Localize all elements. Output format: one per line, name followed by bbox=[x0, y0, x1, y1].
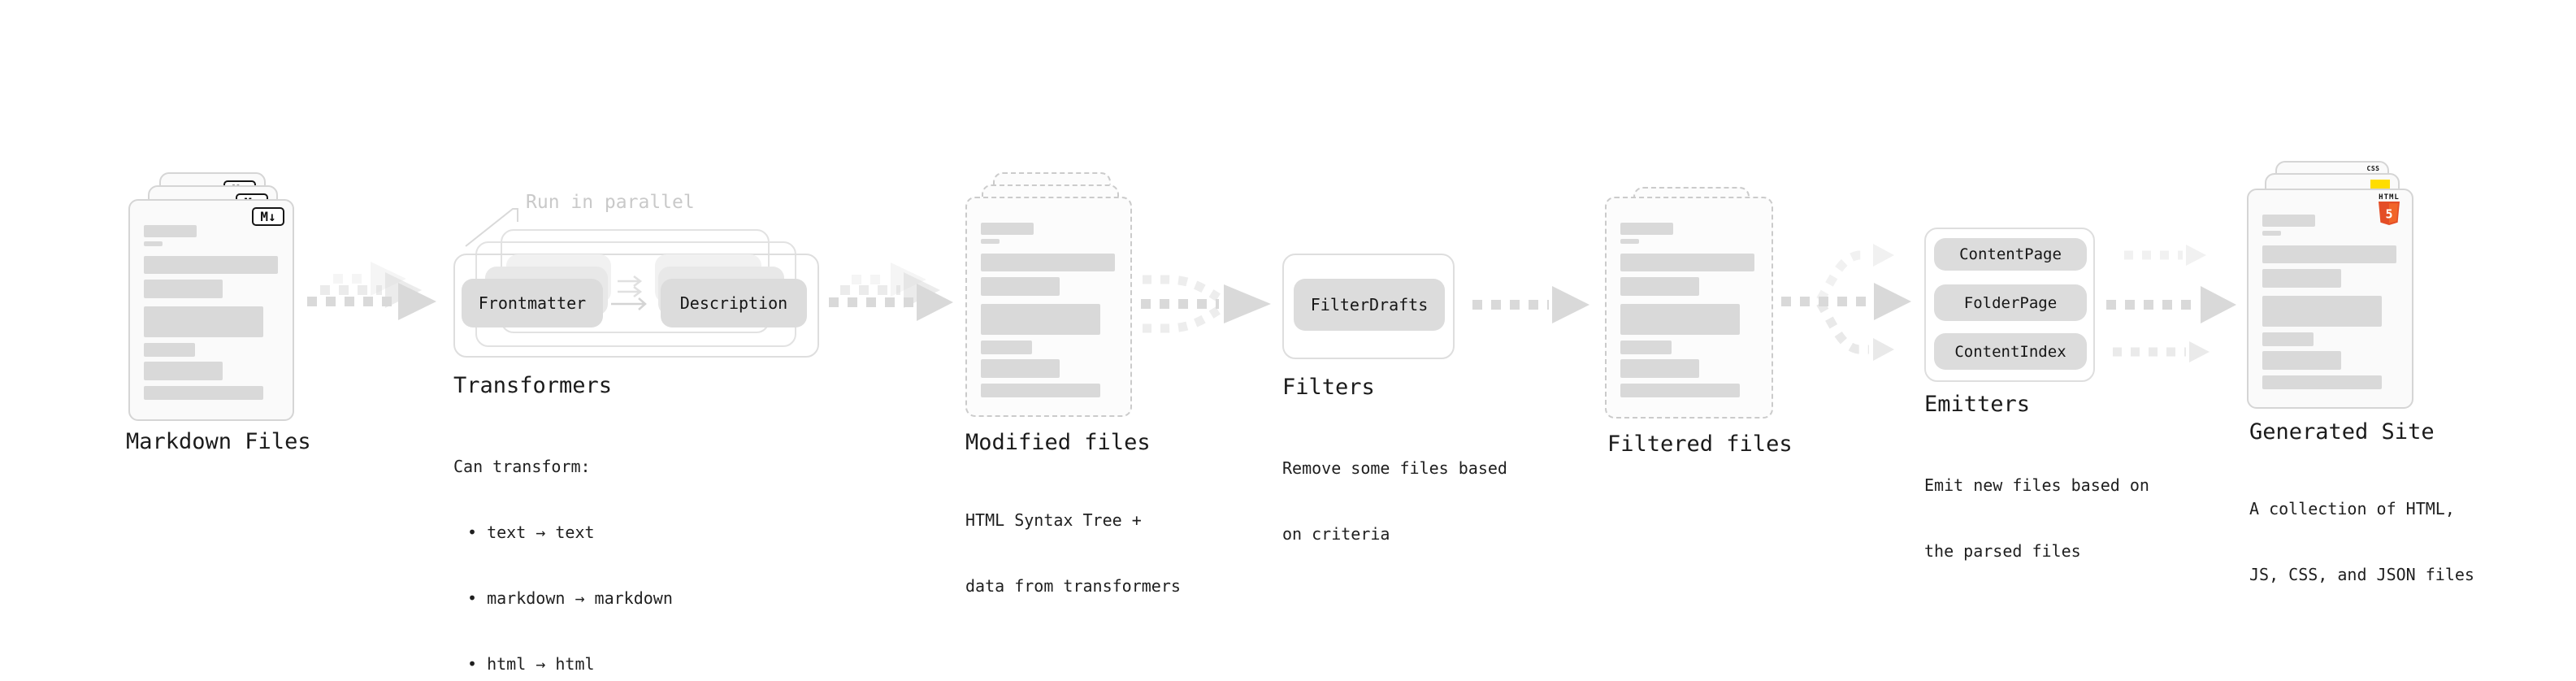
description-line: JS, CSS, and JSON files bbox=[2249, 565, 2474, 584]
text-line-placeholder bbox=[1620, 254, 1754, 271]
arrow-transformers-to-modified bbox=[829, 262, 953, 321]
description-line: HTML Syntax Tree + bbox=[965, 510, 1142, 530]
run-in-parallel-leader-line bbox=[465, 208, 518, 247]
generated-html-card-front: HTML 5 bbox=[2247, 189, 2413, 409]
transformers-title: Transformers bbox=[453, 373, 613, 398]
contentindex-chip-label: ContentIndex bbox=[1954, 342, 2066, 361]
folderpage-chip-label: FolderPage bbox=[1963, 293, 2058, 312]
frontmatter-to-description-arrows bbox=[611, 275, 647, 310]
frontmatter-chip: Frontmatter bbox=[462, 279, 603, 327]
text-line-placeholder bbox=[2262, 269, 2341, 288]
description-line: the parsed files bbox=[1924, 541, 2081, 561]
modified-file-card-front bbox=[965, 197, 1132, 417]
html5-logo-icon: HTML 5 bbox=[2375, 193, 2403, 228]
text-line-placeholder bbox=[2262, 332, 2314, 346]
text-line-placeholder bbox=[981, 304, 1100, 335]
contentpage-chip: ContentPage bbox=[1934, 238, 2087, 271]
text-line-placeholder bbox=[2262, 215, 2315, 227]
text-line-placeholder bbox=[981, 340, 1032, 354]
text-line-placeholder bbox=[144, 256, 278, 274]
text-line-placeholder bbox=[1620, 384, 1740, 397]
text-line-placeholder bbox=[1620, 340, 1672, 354]
text-line-placeholder bbox=[1620, 277, 1699, 296]
description-line: A collection of HTML, bbox=[2249, 499, 2455, 518]
emitters-description: Emit new files based on the parsed files bbox=[1924, 431, 2149, 606]
generated-site-description: A collection of HTML, JS, CSS, and JSON … bbox=[2249, 454, 2474, 630]
description-chip: Description bbox=[661, 279, 807, 327]
frontmatter-chip-label: Frontmatter bbox=[478, 293, 587, 313]
text-line-placeholder bbox=[1620, 239, 1639, 244]
description-line: • text → text bbox=[467, 523, 595, 542]
text-line-placeholder bbox=[2262, 351, 2341, 370]
description-line: data from transformers bbox=[965, 576, 1181, 596]
text-line-placeholder bbox=[144, 306, 263, 337]
text-line-placeholder bbox=[144, 386, 263, 400]
svg-text:5: 5 bbox=[2385, 207, 2392, 222]
text-line-placeholder bbox=[1620, 304, 1740, 335]
arrow-filters-to-filtered bbox=[1472, 286, 1589, 323]
text-line-placeholder bbox=[2262, 375, 2382, 389]
text-line-placeholder bbox=[981, 359, 1060, 378]
arrow-markdown-to-transformers bbox=[307, 262, 436, 320]
text-line-placeholder bbox=[2262, 296, 2382, 327]
transformer-box-front bbox=[453, 254, 819, 358]
contentindex-chip: ContentIndex bbox=[1934, 333, 2087, 370]
modified-files-title: Modified files bbox=[965, 430, 1151, 455]
contentpage-chip-label: ContentPage bbox=[1959, 245, 2062, 263]
text-line-placeholder bbox=[144, 225, 197, 237]
description-line: • html → html bbox=[467, 654, 595, 674]
html5-shield: 5 bbox=[2379, 202, 2400, 225]
modified-files-description: HTML Syntax Tree + data from transformer… bbox=[965, 466, 1181, 641]
emitters-title: Emitters bbox=[1924, 392, 2031, 417]
html5-word: HTML bbox=[2379, 193, 2400, 202]
text-line-placeholder bbox=[1620, 359, 1699, 378]
text-line-placeholder bbox=[144, 362, 223, 380]
filtered-files-title: Filtered files bbox=[1607, 432, 1793, 457]
text-line-placeholder bbox=[981, 239, 1000, 244]
text-line-placeholder bbox=[1620, 223, 1673, 235]
description-chip-label: Description bbox=[679, 293, 788, 313]
filterdrafts-chip: FilterDrafts bbox=[1294, 279, 1445, 331]
transformers-description: Can transform: • text → text • markdown … bbox=[453, 412, 673, 681]
run-in-parallel-note: Run in parallel bbox=[526, 192, 695, 213]
emitters-box bbox=[1924, 228, 2095, 382]
text-line-placeholder bbox=[2262, 231, 2281, 236]
filters-box bbox=[1282, 254, 1455, 359]
text-line-placeholder bbox=[144, 241, 163, 246]
text-line-placeholder bbox=[2262, 245, 2396, 263]
text-line-placeholder bbox=[981, 384, 1100, 397]
js-file-icon bbox=[2370, 180, 2390, 189]
generated-site-title: Generated Site bbox=[2249, 419, 2435, 445]
text-line-placeholder bbox=[144, 280, 223, 298]
css-label: CSS bbox=[2366, 165, 2380, 172]
description-line: Emit new files based on bbox=[1924, 475, 2149, 495]
filters-title: Filters bbox=[1282, 375, 1375, 400]
filterdrafts-chip-label: FilterDrafts bbox=[1310, 295, 1429, 314]
filters-description: Remove some files based on criteria bbox=[1282, 414, 1507, 589]
text-line-placeholder bbox=[144, 343, 195, 357]
description-line: Remove some files based bbox=[1282, 458, 1507, 478]
arrow-emitters-to-generated bbox=[2106, 245, 2236, 362]
markdown-file-card-front: M↓ bbox=[128, 199, 294, 421]
text-line-placeholder bbox=[981, 223, 1034, 235]
text-line-placeholder bbox=[981, 277, 1060, 296]
text-line-placeholder bbox=[981, 254, 1115, 271]
arrow-filtered-to-emitters-split bbox=[1781, 244, 1911, 361]
markdown-icon: M↓ bbox=[252, 207, 284, 226]
arrow-modified-to-filters-merge bbox=[1141, 275, 1271, 333]
description-line: Can transform: bbox=[453, 457, 591, 476]
filtered-file-card-front bbox=[1605, 197, 1773, 419]
description-line: on criteria bbox=[1282, 524, 1390, 544]
folderpage-chip: FolderPage bbox=[1934, 284, 2087, 321]
description-line: • markdown → markdown bbox=[467, 588, 673, 608]
markdown-files-title: Markdown Files bbox=[126, 429, 311, 454]
